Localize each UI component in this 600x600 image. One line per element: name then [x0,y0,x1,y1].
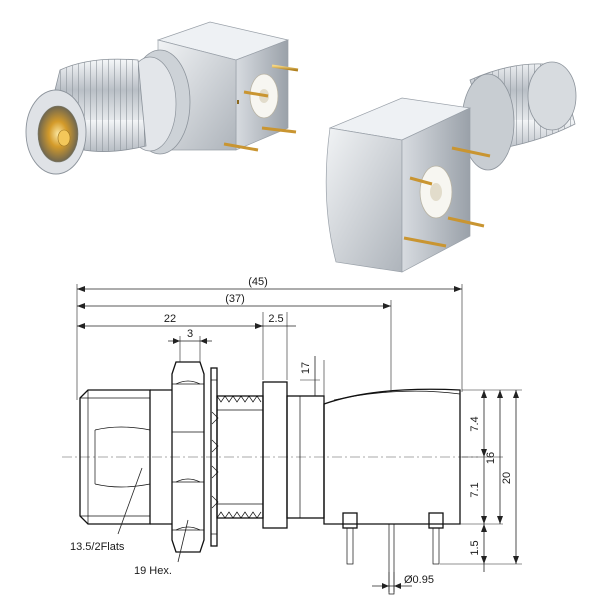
bore [37,105,79,163]
rear-insulator-center [430,183,442,201]
dimension-labels: (45) (37) 22 2.5 3 17 7.4 7.1 16 20 1.5 … [70,276,513,586]
dim-flange-width: 2.5 [268,313,283,325]
gold-pins [223,64,299,152]
dim-flange-offset: 17 [300,362,312,374]
dim-pin-diameter: Ø0.95 [404,574,434,586]
right-angle-block [323,388,461,525]
rear-block-front [325,127,403,273]
hex-nut-section [171,361,205,553]
front-threaded-view [25,21,299,175]
rear-thread [211,395,264,519]
dim-pin-length: 1.5 [469,540,481,555]
dim-front-length: 22 [164,313,176,325]
technical-drawing [62,284,522,595]
flats-label: 13.5/2Flats [70,541,125,553]
rear-pin-view [325,61,577,273]
dim-lower-height: 7.1 [469,482,481,497]
dim-upper-height: 7.4 [469,416,481,431]
dim-body-length: (37) [225,293,245,305]
hex-label: 19 Hex. [134,565,172,577]
dim-total-height: 20 [501,472,513,484]
dim-body-height: 16 [485,452,497,464]
solder-pins [342,512,444,595]
panel-flange [262,381,288,529]
barrel-rear-face [527,61,577,131]
center-contact [57,129,71,147]
dim-nut-width: 3 [187,328,193,340]
dim-overall-length: (45) [248,276,268,288]
rear-gold-pins [403,146,491,248]
